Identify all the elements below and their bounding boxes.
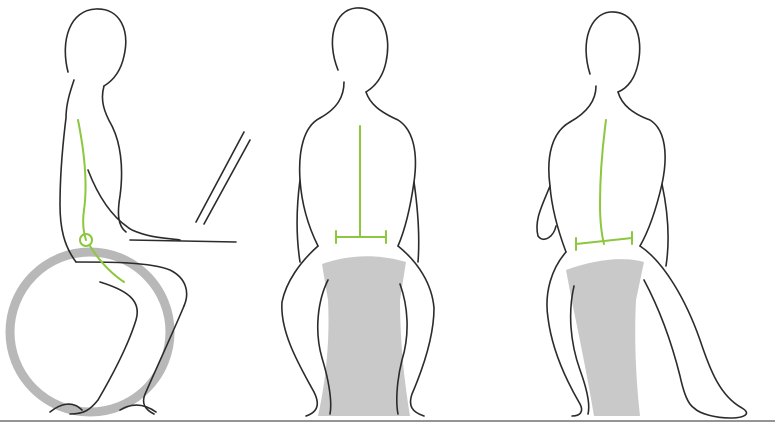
torso-left-outline: [549, 122, 570, 252]
arm-outline: [88, 170, 180, 240]
laptop-screen: [196, 132, 244, 222]
right-arm-outline: [414, 182, 419, 262]
front-outline: [102, 86, 126, 232]
spine-guide: [600, 120, 606, 244]
torso-left-outline: [300, 118, 320, 246]
head-outline: [586, 12, 640, 92]
right-arm-outline: [662, 184, 668, 266]
panel-stool-tilted-back-view: [537, 12, 747, 418]
neck-left-outline: [320, 82, 344, 118]
stool-seat: [318, 256, 410, 416]
torso-right-outline: [618, 92, 665, 246]
head-outline: [65, 9, 125, 86]
spine-guide: [78, 120, 86, 240]
laptop-base: [130, 240, 236, 242]
left-arm-outline: [537, 186, 556, 239]
panel-stool-back-view: [282, 8, 434, 416]
head-outline: [332, 8, 387, 92]
right-inner-leg-outline: [644, 280, 694, 408]
exercise-ball: [10, 252, 170, 412]
panel-ball-side-view: [10, 9, 250, 414]
back-outline: [60, 80, 76, 262]
torso-right-outline: [366, 92, 415, 246]
right-leg-outline: [640, 246, 746, 418]
neck-left-outline: [570, 86, 596, 122]
stool-seat-tilted: [566, 259, 644, 416]
laptop-screen-edge: [204, 140, 250, 224]
left-arm-outline: [297, 180, 300, 262]
lower-leg-back-outline: [70, 282, 137, 414]
left-leg-outline: [282, 246, 318, 416]
